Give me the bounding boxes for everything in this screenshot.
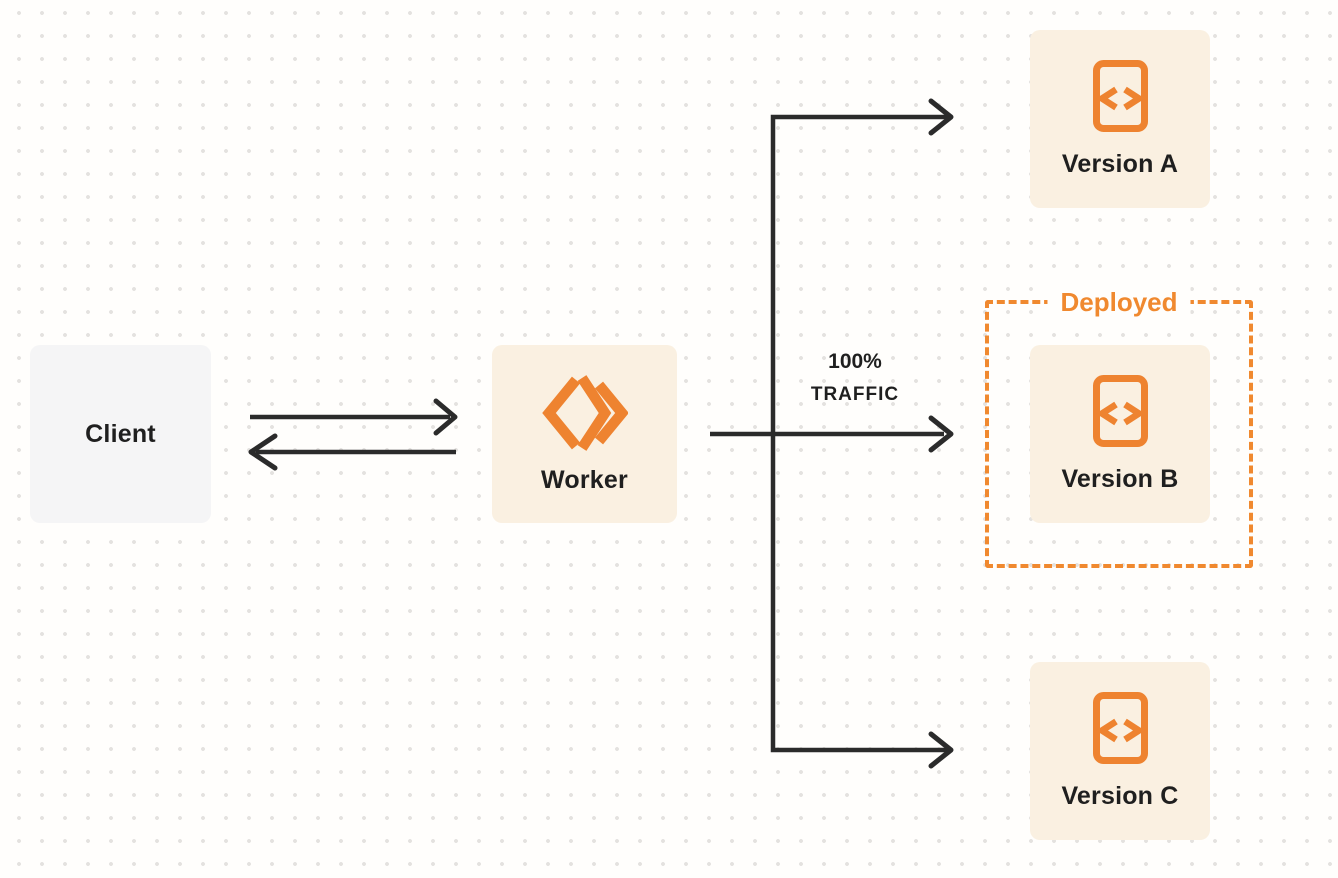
version-a-node: Version A [1030, 30, 1210, 208]
worker-node: Worker [492, 345, 677, 523]
traffic-label: 100% TRAFFIC [785, 350, 925, 407]
version-c-label: Version C [1061, 782, 1179, 810]
worker-label: Worker [541, 466, 628, 494]
version-c-node: Version C [1030, 662, 1210, 840]
version-b-label: Version B [1061, 465, 1179, 493]
version-b-node: Version B [1030, 345, 1210, 523]
code-document-icon [1092, 59, 1149, 133]
traffic-word: TRAFFIC [810, 384, 900, 405]
deployed-label: Deployed [1047, 286, 1191, 318]
cloudflare-workers-icon [541, 373, 628, 453]
version-a-label: Version A [1061, 150, 1179, 178]
client-node: Client [30, 345, 211, 523]
client-label: Client [85, 419, 156, 448]
code-document-icon [1092, 374, 1149, 448]
traffic-percentage: 100% [828, 350, 882, 373]
deployed-boundary: Deployed Version B [985, 286, 1253, 568]
code-document-icon [1092, 691, 1149, 765]
